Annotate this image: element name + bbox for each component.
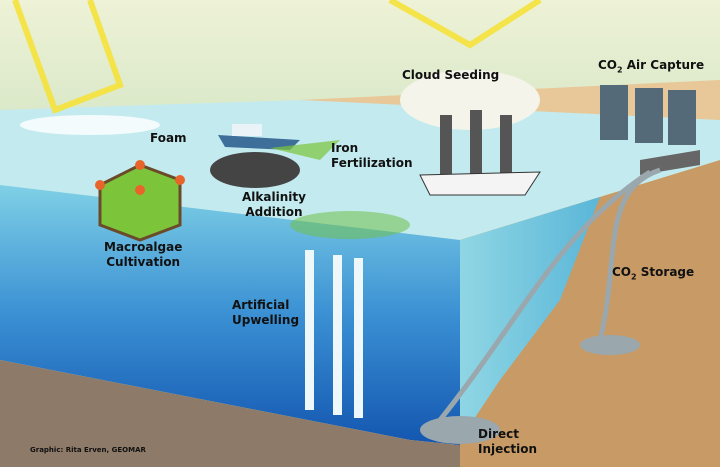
label-co2-storage: CO2 Storage (612, 265, 694, 284)
injection-reservoir (420, 416, 500, 444)
air-capture-units (600, 85, 700, 175)
label-part: CO (612, 265, 632, 279)
label-cloud-seeding: Cloud Seeding (402, 68, 500, 82)
label-line: Artificial (232, 298, 290, 312)
label-part: CO (598, 58, 618, 72)
ship (218, 124, 300, 150)
storage-reservoir (580, 335, 640, 355)
storage-pipes (438, 167, 661, 422)
label-line: Upwelling (232, 313, 300, 327)
label-part: Air Capture (622, 58, 705, 72)
macroalgae-cage (95, 160, 185, 242)
ocean-cross-section (0, 185, 460, 445)
foam (20, 115, 160, 135)
label-line: Iron (331, 141, 359, 155)
upwelling-pipes (305, 250, 363, 418)
label-line: Macroalgae (104, 240, 183, 254)
iron-plume (270, 140, 340, 160)
seafloor (0, 360, 460, 467)
label-part: Storage (636, 265, 695, 279)
label-line: Cultivation (106, 255, 181, 269)
cloud-seeding-ship (400, 70, 541, 196)
alkalinity-rocks (210, 152, 300, 188)
label-line: Addition (245, 205, 303, 219)
credit: Graphic: Rita Erven, GEOMAR (30, 446, 146, 454)
sunbeams (12, 0, 542, 114)
label-co2-air-capture: CO2 Air Capture (598, 58, 704, 77)
label-foam: Foam (150, 131, 187, 145)
label-subscript: 2 (617, 65, 623, 75)
ocean-side (460, 197, 600, 440)
label-subscript: 2 (631, 272, 637, 282)
label-line: Injection (478, 442, 538, 456)
label-line: Fertilization (331, 156, 413, 170)
label-line: Alkalinity (242, 190, 306, 204)
label-line: Direct (478, 427, 519, 441)
algae-bloom (290, 211, 410, 239)
